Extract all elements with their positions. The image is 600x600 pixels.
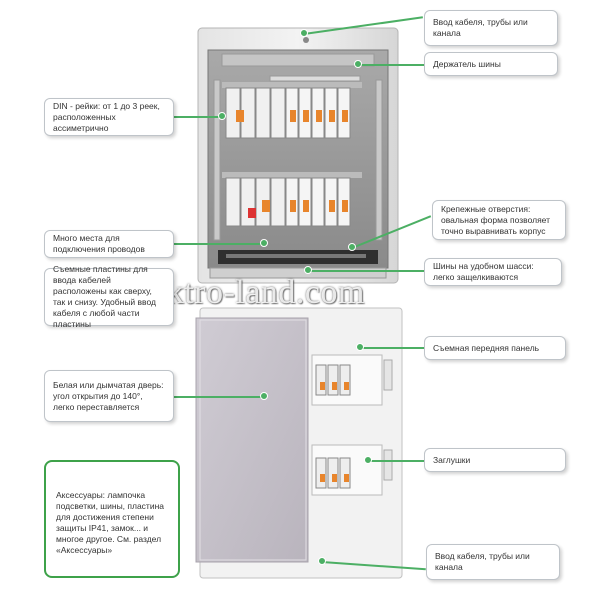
connector-line xyxy=(358,64,424,66)
connector-dot xyxy=(260,239,268,247)
connector-line xyxy=(368,460,424,462)
connector-dot xyxy=(356,343,364,351)
connector-dot xyxy=(348,243,356,251)
callout-text: Шины на удобном шасси: легко защелкивают… xyxy=(433,261,534,282)
connector-line xyxy=(174,243,264,245)
breaker-row-1 xyxy=(222,82,362,139)
callout-text: Ввод кабеля, трубы или канала xyxy=(435,551,530,572)
callout-din-rails: DIN - рейки: от 1 до 3 реек, расположенн… xyxy=(44,98,174,136)
callout-text: Много места для подключения проводов xyxy=(53,233,145,254)
callout-cable-entry-top: Ввод кабеля, трубы или канала xyxy=(424,10,558,46)
callout-text: Белая или дымчатая дверь: угол открытия … xyxy=(53,379,164,412)
connector-dot xyxy=(364,456,372,464)
connector-dot xyxy=(260,392,268,400)
callout-door: Белая или дымчатая дверь: угол открытия … xyxy=(44,370,174,422)
open-enclosure xyxy=(197,27,399,284)
closed-enclosure xyxy=(195,307,403,579)
connector-line xyxy=(174,396,264,398)
connector-line xyxy=(174,116,224,118)
callout-blanks: Заглушки xyxy=(424,448,566,472)
callout-wiring-space: Много места для подключения проводов xyxy=(44,230,174,258)
callout-front-panel: Съемная передняя панель xyxy=(424,336,566,360)
callout-mounting-holes: Крепежные отверстия: овальная форма позв… xyxy=(432,200,566,240)
connector-line xyxy=(360,347,424,349)
callout-bus-chassis: Шины на удобном шасси: легко защелкивают… xyxy=(424,258,562,286)
breaker-row-2 xyxy=(222,172,362,227)
callout-accessories: Аксессуары: лампочка подсветки, шины, пл… xyxy=(44,460,180,578)
callout-text: DIN - рейки: от 1 до 3 реек, расположенн… xyxy=(53,100,160,133)
callout-text: Крепежные отверстия: овальная форма позв… xyxy=(441,203,551,236)
connector-dot xyxy=(300,29,308,37)
connector-line xyxy=(308,270,424,272)
callout-text: Держатель шины xyxy=(433,58,501,69)
connector-dot xyxy=(318,557,326,565)
callout-cable-entry-bottom: Ввод кабеля, трубы или канала xyxy=(426,544,560,580)
callout-text: Съемные пластины для ввода кабелей распо… xyxy=(53,264,156,329)
callout-text: Заглушки xyxy=(433,454,471,465)
connector-dot xyxy=(354,60,362,68)
callout-bus-holder: Держатель шины xyxy=(424,52,558,76)
callout-text: Аксессуары: лампочка подсветки, шины, пл… xyxy=(56,490,164,555)
callout-text: Ввод кабеля, трубы или канала xyxy=(433,17,528,38)
callout-removable-plates: Съемные пластины для ввода кабелей распо… xyxy=(44,264,174,329)
callout-text: Съемная передняя панель xyxy=(433,342,540,353)
connector-dot xyxy=(304,266,312,274)
connector-dot xyxy=(218,112,226,120)
